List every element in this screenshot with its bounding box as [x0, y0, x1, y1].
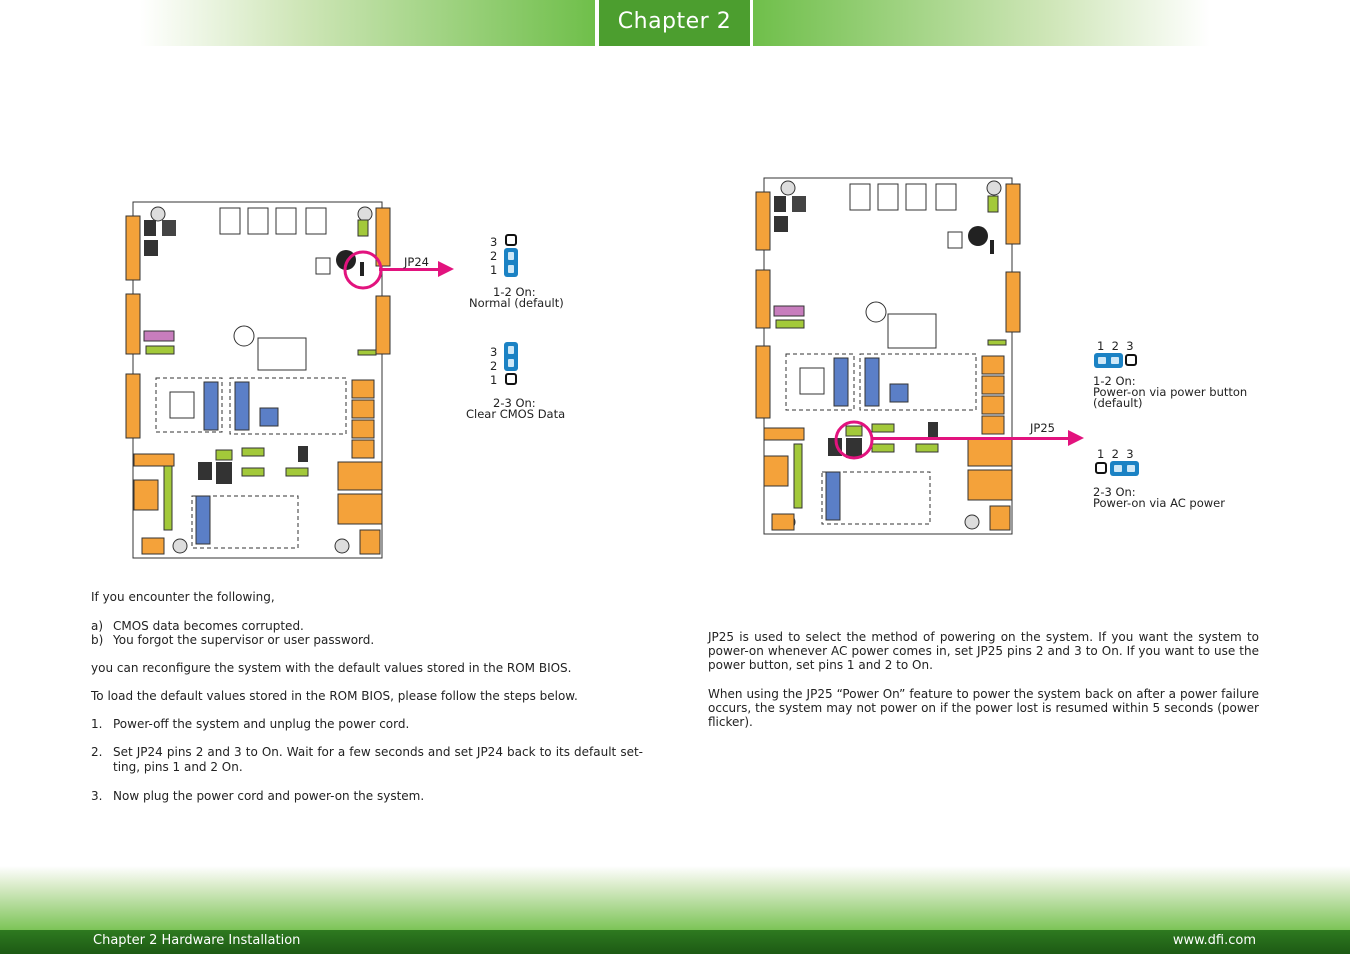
jp25-pins-label-top: 1 2 3: [1097, 339, 1134, 353]
footer-gradient: [0, 866, 1350, 930]
chapter-title: Chapter 2: [599, 0, 750, 46]
list-b-text: You forgot the supervisor or user passwo…: [113, 633, 375, 647]
jp24-arrow-line: [379, 268, 441, 271]
jp25-ac-jumper-icon: [1094, 461, 1140, 476]
jp24-opt1-title: 1-2 On:: [493, 285, 536, 299]
board-diagram-jp24: [125, 201, 391, 559]
jp24-pin-1-label-b: 1: [490, 373, 498, 387]
jp25-arrow-line: [872, 437, 1070, 440]
jp25-opt1-desc: Power-on via power button: [1093, 385, 1248, 399]
footer-website-link[interactable]: www.dfi.com: [1172, 933, 1256, 948]
header-gradient-left: [140, 0, 595, 46]
jp25-opt1-title: 1-2 On:: [1093, 374, 1136, 388]
jp24-label: JP24: [404, 255, 429, 269]
step-1-text: Power-off the system and unplug the powe…: [113, 717, 410, 731]
jp25-opt2-desc: Power-on via AC power: [1093, 496, 1225, 510]
jp24-opt2-desc: Clear CMOS Data: [466, 407, 566, 421]
jp25-description: JP25 is used to select the method of pow…: [708, 630, 1259, 672]
jp24-normal-jumper-icon: [504, 232, 518, 278]
jp24-pin-2-label: 2: [490, 249, 498, 263]
jp24-pin-2-label-b: 2: [490, 359, 498, 373]
footer-chapter-label: Chapter 2 Hardware Installation: [93, 933, 301, 948]
step-2-line-2: ting, pins 1 and 2 On.: [113, 760, 243, 774]
jp24-opt2-title: 2-3 On:: [493, 396, 536, 410]
list-a-text: CMOS data becomes corrupted.: [113, 619, 304, 633]
jp24-clear-jumper-icon: [504, 342, 518, 388]
jp24-arrow-head: [438, 261, 454, 277]
footer-bar: [0, 930, 1350, 954]
jp24-pin-3-label: 3: [490, 235, 498, 249]
step-3-text: Now plug the power cord and power-on the…: [113, 789, 425, 803]
jp25-opt2-title: 2-3 On:: [1093, 485, 1136, 499]
reconfigure-text: you can reconfigure the system with the …: [91, 661, 572, 675]
cmos-intro: If you encounter the following,: [91, 590, 275, 604]
jp25-pins-label-bottom: 1 2 3: [1097, 447, 1134, 461]
step-2-line-1: Set JP24 pins 2 and 3 to On. Wait for a …: [113, 745, 643, 759]
jp25-opt1-desc2: (default): [1093, 396, 1143, 410]
step-3-marker: 3.: [91, 789, 103, 803]
jp24-pin-1-label: 1: [490, 263, 498, 277]
load-defaults-text: To load the default values stored in the…: [91, 689, 578, 703]
jp24-pin-3-label-b: 3: [490, 345, 498, 359]
step-1-marker: 1.: [91, 717, 103, 731]
jp24-opt1-desc: Normal (default): [469, 296, 564, 310]
jp25-button-jumper-icon: [1094, 353, 1140, 368]
list-b-marker: b): [91, 633, 104, 647]
jp25-label: JP25: [1030, 421, 1055, 435]
jp25-power-failure-note: When using the JP25 “Power On” feature t…: [708, 687, 1259, 729]
board-diagram-jp25: [755, 177, 1021, 535]
jp25-arrow-head: [1068, 430, 1084, 446]
header-gradient-right: [753, 0, 1210, 46]
list-a-marker: a): [91, 619, 104, 633]
step-2-marker: 2.: [91, 745, 103, 759]
